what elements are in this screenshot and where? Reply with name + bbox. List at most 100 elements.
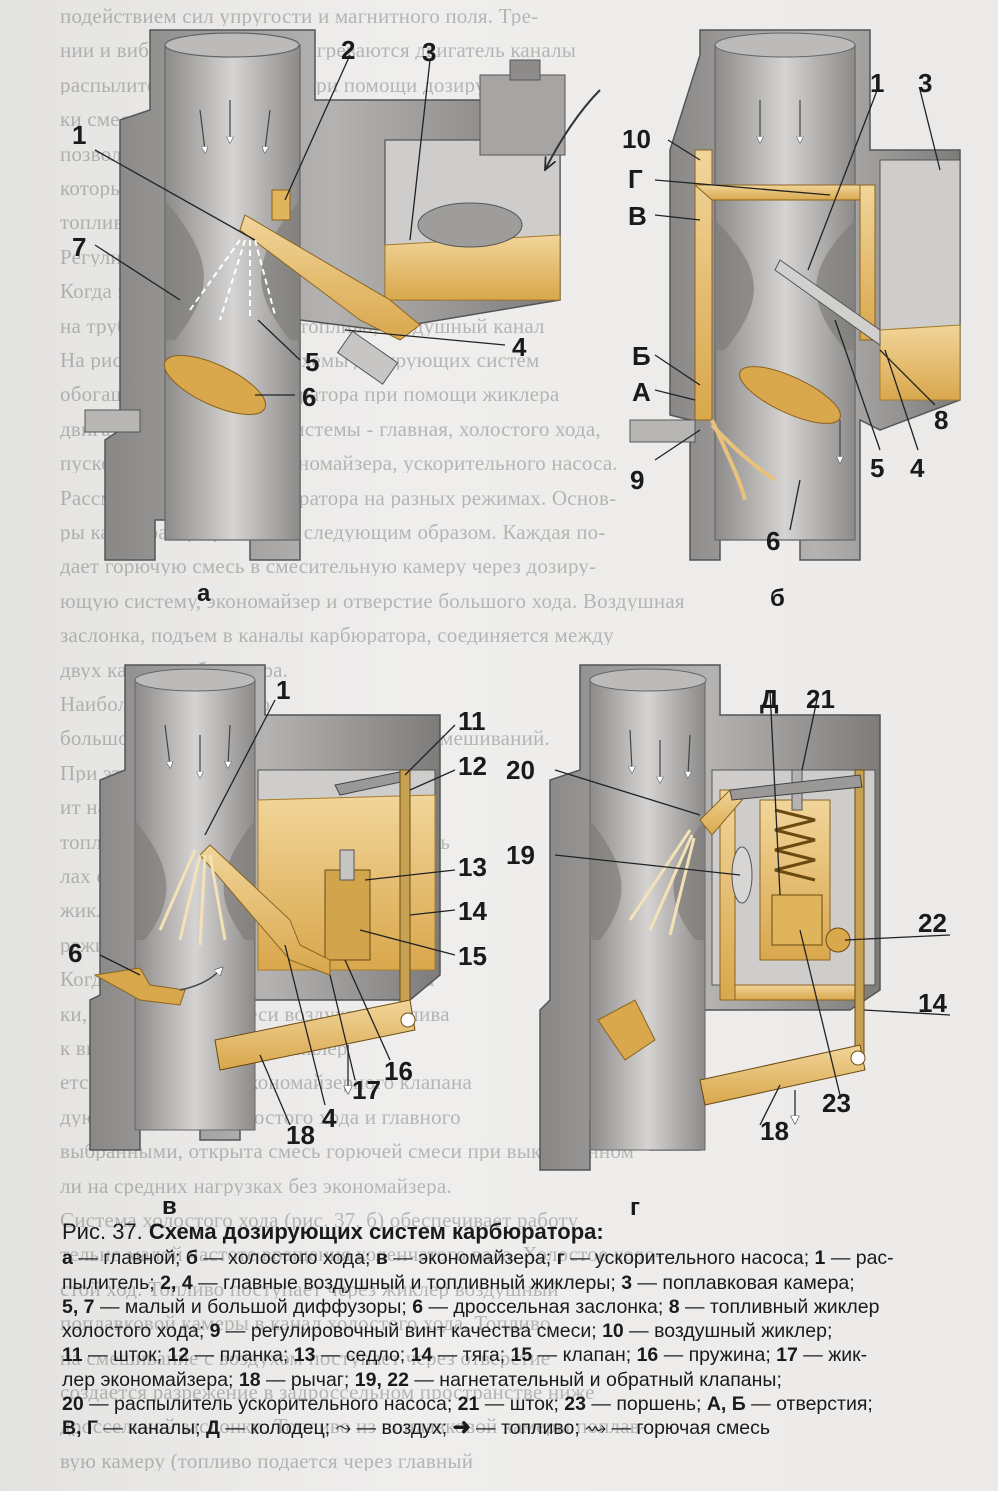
label-13-c: 13: [458, 852, 487, 882]
panel-c-lever: [214, 999, 416, 1071]
label-6-b: 6: [766, 526, 781, 556]
caption-key: 17: [776, 1344, 798, 1367]
caption-key: г: [556, 1247, 565, 1270]
caption-key: 16: [636, 1344, 659, 1367]
caption-line: 20 — распылитель ускорительного насоса; …: [62, 1392, 962, 1416]
caption-line: 5, 7 — малый и большой диффузоры; 6 — др…: [62, 1295, 962, 1319]
label-6-c: 6: [68, 938, 83, 968]
label-18-d: 18: [760, 1116, 789, 1146]
caption-text: — нагнетательный и обратный клапаны;: [408, 1368, 782, 1391]
caption-key: 6: [412, 1295, 424, 1318]
caption-figure-number: Рис. 37.: [62, 1219, 143, 1244]
caption-line: холостого хода; 9 — регулировочный винт …: [62, 1319, 962, 1343]
panel-letter-v: в: [162, 1193, 177, 1220]
caption-text: — отверстия;: [745, 1393, 873, 1416]
show-through-line: стой ход. Топливо поступает через жиклер…: [60, 1276, 559, 1299]
label-21-d: 21: [806, 684, 835, 714]
caption-line: лер экономайзера; 18 — рычаг; 19, 22 — н…: [62, 1368, 962, 1392]
label-20-d: 20: [506, 755, 535, 785]
label-19-d: 19: [506, 840, 535, 870]
show-through-line: ющую систему, экономайзер и отверстие бо…: [60, 588, 685, 611]
caption-text: — каналы;: [97, 1417, 206, 1440]
caption-key: 9: [209, 1320, 221, 1343]
panel-letter-a: а: [197, 580, 211, 607]
show-through-line: заслонка, подъем в каналы карбюратора, с…: [60, 623, 614, 646]
caption-key: 3: [621, 1271, 633, 1294]
caption-key: А, Б: [706, 1393, 746, 1416]
label-v-b: В: [628, 201, 647, 231]
caption-text: — малый и большой диффузоры;: [94, 1295, 413, 1318]
panel-d-accelerator-pump: [539, 664, 951, 1171]
caption-text: — главные воздушный и топливный жиклеры;: [192, 1271, 622, 1294]
panel-a-fuel-channel: [239, 214, 421, 341]
label-14-d: 14: [918, 988, 947, 1018]
panel-a-main-system: [84, 29, 601, 561]
caption-text: — шток;: [479, 1393, 565, 1416]
label-4-c: 4: [322, 1103, 337, 1133]
caption-text: — экономайзера;: [387, 1247, 557, 1270]
caption-text: ⤳ — воздух;: [335, 1417, 453, 1440]
label-17-c: 17: [352, 1075, 381, 1105]
caption-text: — поплавковая камера;: [632, 1271, 855, 1294]
label-15-c: 15: [458, 941, 487, 971]
show-through-line: создается разрежение в задроссельном про…: [60, 1380, 595, 1402]
caption-heading: Рис. 37. Схема дозирующих систем карбюра…: [62, 1219, 962, 1244]
label-1-a: 1: [72, 120, 87, 150]
caption-key: 19, 22: [354, 1368, 409, 1391]
caption-text: — холостого хода;: [197, 1247, 376, 1270]
label-d-d: Д: [760, 684, 779, 714]
panel-letter-b: б: [770, 585, 785, 612]
label-5-b: 5: [870, 453, 885, 483]
caption-text: — регулировочный винт качества смеси;: [220, 1320, 603, 1343]
label-1-b: 1: [870, 68, 885, 98]
caption-key: 18: [238, 1368, 261, 1391]
caption-key: 15: [510, 1344, 533, 1367]
caption-key: 13: [293, 1344, 316, 1367]
label-12-c: 12: [458, 751, 487, 781]
label-7-a: 7: [72, 232, 87, 262]
figure-caption: Рис. 37. Схема дозирующих систем карбюра…: [62, 1219, 962, 1441]
caption-text: лер экономайзера;: [62, 1368, 239, 1391]
label-9-b: 9: [630, 465, 645, 495]
caption-text: — шток;: [82, 1344, 168, 1367]
caption-text: — распылитель ускорительного насоса;: [83, 1393, 458, 1416]
show-through-line: Система холостого хода (рис. 37, б) обес…: [60, 1208, 579, 1230]
show-through-line: на смешивание с воздухом поступает через…: [60, 1345, 551, 1368]
panel-a-throttle: [163, 355, 267, 415]
show-through-line: ли на средних нагрузках без экономайзера…: [60, 1173, 452, 1196]
show-through-line: тельно малой частоте вращения коленчатог…: [60, 1242, 663, 1265]
label-g-b: Г: [628, 164, 643, 194]
panel-b-idle-system: [629, 29, 961, 561]
show-through-line: дроссельной заслонки. Топливо из поплавк…: [60, 1414, 648, 1437]
caption-key: 8: [668, 1295, 680, 1318]
caption-key: в: [375, 1247, 388, 1270]
label-23-d: 23: [822, 1088, 851, 1118]
caption-key: 23: [564, 1393, 586, 1416]
caption-text: — дроссельная заслонка;: [423, 1295, 669, 1318]
caption-text: — воздушный жиклер;: [623, 1320, 833, 1343]
caption-key: 12: [167, 1344, 190, 1367]
caption-line: а — главной; б — холостого хода; в — эко…: [62, 1246, 962, 1270]
caption-text: — поршень;: [585, 1393, 707, 1416]
caption-key: 20: [62, 1393, 84, 1416]
caption-text: — колодец;: [219, 1417, 336, 1440]
label-2-a: 2: [341, 35, 356, 65]
caption-text: холостого хода;: [62, 1320, 210, 1343]
label-1-c: 1: [276, 675, 291, 705]
caption-text: — седло;: [315, 1344, 411, 1367]
caption-title: Схема дозирующих систем карбюратора:: [148, 1219, 604, 1244]
label-8-b: 8: [934, 405, 949, 435]
label-5-a: 5: [305, 347, 320, 377]
caption-line: 11 — шток; 12 — планка; 13 — седло; 14 —…: [62, 1343, 962, 1367]
label-18-c: 18: [286, 1120, 315, 1150]
caption-text: — топливный жиклер: [679, 1295, 880, 1318]
caption-text: — ускорительного насоса;: [564, 1247, 815, 1270]
label-4-a: 4: [512, 332, 527, 362]
caption-text: — тяга;: [432, 1344, 511, 1367]
show-through-line: дает горючую смесь в смесительную камеру…: [60, 554, 597, 577]
label-10-b: 10: [622, 124, 651, 154]
panel-c-economizer: [89, 664, 456, 1151]
caption-text: — клапан;: [532, 1344, 637, 1367]
